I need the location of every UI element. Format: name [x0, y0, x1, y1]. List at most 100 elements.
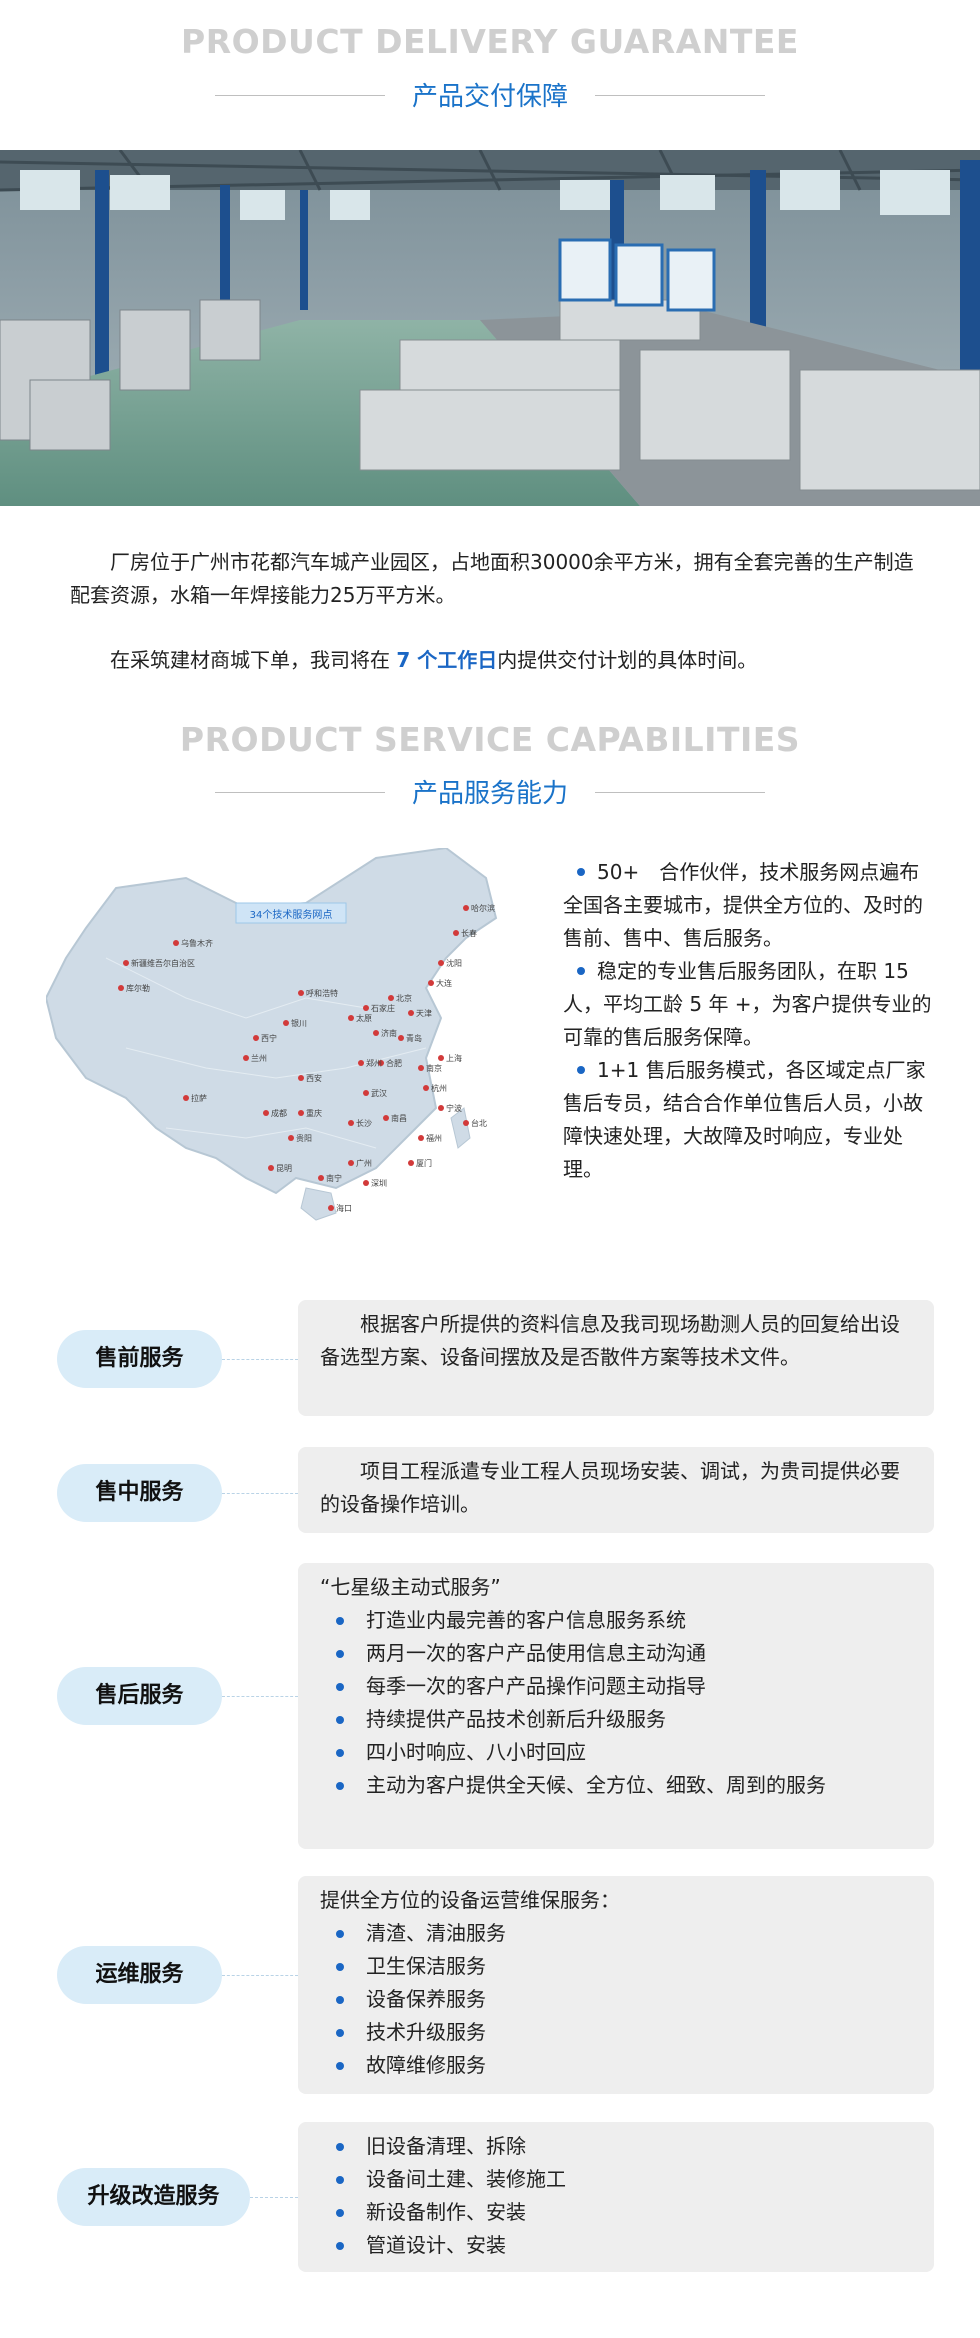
city-label: 库尔勒 [126, 983, 150, 993]
city-label: 太原 [356, 1013, 372, 1023]
maintenance-service-label: 运维服务 [57, 1946, 222, 2004]
city-label: 南京 [426, 1063, 442, 1073]
city-label: 沈阳 [446, 958, 462, 968]
divider-right [595, 95, 765, 96]
city-label: 台北 [471, 1118, 487, 1128]
bullet-icon [577, 967, 585, 975]
city-marker [463, 1120, 469, 1126]
divider-right [595, 792, 765, 793]
city-marker [373, 1030, 379, 1036]
city-label: 杭州 [431, 1083, 447, 1093]
city-label: 西安 [306, 1073, 322, 1083]
city-marker [423, 1085, 429, 1091]
city-marker [378, 1060, 384, 1066]
insale-service-text: 项目工程派遣专业工程人员现场安装、调试，为贵司提供必要的设备操作培训。 [320, 1459, 900, 1516]
list-item: 设备保养服务 [320, 1983, 912, 2016]
city-label: 成都 [271, 1108, 287, 1118]
city-marker [388, 995, 394, 1001]
aftersale-service-label: 售后服务 [57, 1667, 222, 1725]
capability-item: 50+ 合作伙伴，技术服务网点遍布全国各主要城市，提供全方位的、及时的售前、售中… [563, 860, 923, 950]
bullet-icon [577, 1066, 585, 1074]
delivery-title-cn: 产品交付保障 [411, 82, 568, 112]
city-label: 福州 [426, 1134, 442, 1143]
city-label: 南昌 [391, 1113, 407, 1123]
city-marker [383, 1115, 389, 1121]
city-label: 乌鲁木齐 [181, 938, 213, 948]
list-item: 四小时响应、八小时回应 [320, 1736, 912, 1769]
city-marker [283, 1020, 289, 1026]
city-label: 兰州 [251, 1053, 267, 1063]
list-item: 打造业内最完善的客户信息服务系统 [320, 1604, 912, 1637]
city-label: 南宁 [326, 1173, 342, 1183]
city-marker [173, 940, 179, 946]
city-label: 贵阳 [296, 1133, 312, 1143]
insale-service-box: 项目工程派遣专业工程人员现场安装、调试，为贵司提供必要的设备操作培训。 [298, 1447, 934, 1533]
city-marker [418, 1135, 424, 1141]
factory-photo [0, 150, 980, 506]
city-marker [438, 1105, 444, 1111]
city-marker [363, 1090, 369, 1096]
city-marker [348, 1160, 354, 1166]
list-item: 持续提供产品技术创新后升级服务 [320, 1703, 912, 1736]
maintenance-service-list: 清渣、清油服务 卫生保洁服务 设备保养服务 技术升级服务 故障维修服务 [320, 1917, 912, 2082]
city-marker [318, 1175, 324, 1181]
presale-service-label: 售前服务 [57, 1330, 222, 1388]
city-marker [123, 960, 129, 966]
city-label: 上海 [446, 1053, 462, 1063]
city-marker [288, 1135, 294, 1141]
connector [250, 2197, 298, 2198]
list-item: 每季一次的客户产品操作问题主动指导 [320, 1670, 912, 1703]
upgrade-service-list: 旧设备清理、拆除 设备间土建、装修施工 新设备制作、安装 管道设计、安装 [320, 2130, 912, 2262]
city-marker [463, 905, 469, 911]
list-item: 新设备制作、安装 [320, 2196, 912, 2229]
delivery-promise-pre: 在采筑建材商城下单，我司将在 [110, 648, 397, 672]
capability-item: 1+1 售后服务模式，各区域定点厂家售后专员，结合合作单位售后人员，小故障快速处… [563, 1058, 926, 1181]
connector [222, 1975, 298, 1976]
city-marker [328, 1205, 334, 1211]
list-item: 主动为客户提供全天候、全方位、细致、周到的服务 [320, 1769, 912, 1802]
capability-item: 稳定的专业售后服务团队，在职 15 人，平均工龄 5 年 +，为客户提供专业的可… [563, 959, 932, 1049]
list-item: 管道设计、安装 [320, 2229, 912, 2262]
city-label: 哈尔滨 [471, 903, 495, 913]
city-label: 青岛 [406, 1033, 422, 1043]
city-label: 深圳 [371, 1178, 387, 1188]
map-label: 34个技术服务网点 [250, 908, 333, 921]
city-marker [298, 1075, 304, 1081]
city-marker [398, 1035, 404, 1041]
delivery-promise-post: 内提供交付计划的具体时间。 [497, 648, 758, 672]
city-marker [418, 1065, 424, 1071]
delivery-days-highlight: 7 个工作日 [396, 648, 498, 672]
list-item: 旧设备清理、拆除 [320, 2130, 912, 2163]
city-label: 北京 [396, 993, 412, 1003]
city-marker [408, 1010, 414, 1016]
delivery-promise: 在采筑建材商城下单，我司将在 7 个工作日内提供交付计划的具体时间。 [70, 644, 930, 677]
city-label: 长沙 [356, 1118, 372, 1128]
city-label: 呼和浩特 [306, 988, 338, 998]
city-label: 西宁 [261, 1033, 277, 1043]
delivery-title-row: 产品交付保障 [0, 76, 980, 116]
factory-description: 厂房位于广州市花都汽车城产业园区，占地面积30000余平方米，拥有全套完善的生产… [70, 550, 914, 607]
presale-service-box: 根据客户所提供的资料信息及我司现场勘测人员的回复给出设备选型方案、设备间摆放及是… [298, 1300, 934, 1416]
divider-left [215, 792, 385, 793]
capabilities-title-cn: 产品服务能力 [411, 779, 568, 809]
city-marker [428, 980, 434, 986]
city-marker [253, 1035, 259, 1041]
city-marker [363, 1005, 369, 1011]
city-label: 天津 [416, 1008, 432, 1018]
city-label: 大连 [436, 978, 452, 988]
connector [222, 1359, 298, 1360]
city-marker [263, 1110, 269, 1116]
connector [222, 1696, 298, 1697]
upgrade-service-box: 旧设备清理、拆除 设备间土建、装修施工 新设备制作、安装 管道设计、安装 [298, 2122, 934, 2272]
maintenance-service-box: 提供全方位的设备运营维保服务： 清渣、清油服务 卫生保洁服务 设备保养服务 技术… [298, 1876, 934, 2094]
city-label: 重庆 [306, 1108, 322, 1118]
city-marker [438, 960, 444, 966]
china-service-map: 34个技术服务网点 乌鲁木齐新疆维吾尔自治区库尔勒西宁兰州银川呼和浩特太原石家庄… [44, 846, 516, 1228]
city-label: 合肥 [386, 1058, 402, 1068]
bullet-icon [577, 868, 585, 876]
city-marker [348, 1015, 354, 1021]
upgrade-service-label: 升级改造服务 [57, 2168, 250, 2226]
city-label: 武汉 [371, 1088, 387, 1098]
city-label: 厦门 [416, 1158, 432, 1168]
city-label: 长春 [461, 928, 477, 938]
